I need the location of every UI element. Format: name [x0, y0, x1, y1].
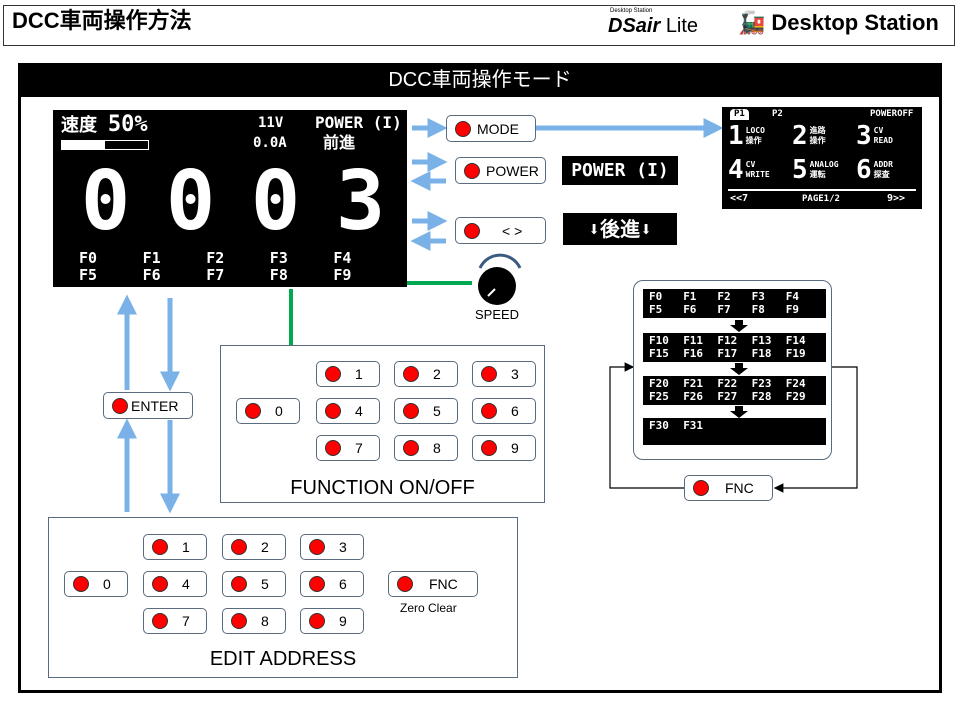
frame-title: DCC車両操作モード: [18, 63, 942, 97]
direction-display: ⬇後進⬇: [563, 213, 677, 245]
enter-button[interactable]: ENTER: [103, 392, 193, 419]
mode-button[interactable]: MODE: [446, 115, 536, 142]
function-key-3[interactable]: 3: [472, 361, 536, 387]
power-button[interactable]: POWER: [455, 157, 546, 184]
led-icon: [245, 403, 261, 419]
address-key-2[interactable]: 2: [222, 534, 286, 560]
led-icon: [152, 539, 168, 555]
speed-bar: [61, 140, 149, 150]
address-panel: [48, 517, 518, 678]
led-icon: [325, 440, 341, 456]
led-icon: [403, 403, 419, 419]
led-icon: [309, 539, 325, 555]
speed-knob[interactable]: [478, 267, 516, 305]
led-icon: [152, 576, 168, 592]
function-key-0[interactable]: 0: [236, 398, 300, 424]
led-icon: [481, 403, 497, 419]
led-icon: [325, 403, 341, 419]
address-key-9[interactable]: 9: [300, 608, 364, 634]
function-key-2[interactable]: 2: [394, 361, 458, 387]
fnc-button[interactable]: FNC: [388, 571, 478, 597]
fnc-pages-panel: [633, 280, 832, 460]
led-icon: [464, 222, 480, 239]
led-icon: [231, 613, 247, 629]
function-key-7[interactable]: 7: [316, 435, 380, 461]
direction-status: 前進: [323, 133, 356, 152]
led-icon: [309, 613, 325, 629]
address-key-8[interactable]: 8: [222, 608, 286, 634]
led-icon: [455, 120, 471, 137]
address-panel-title: EDIT ADDRESS: [209, 648, 357, 670]
zero-clear-label: Zero Clear: [400, 601, 457, 615]
speed-value: 50%: [107, 112, 148, 137]
led-icon: [693, 480, 709, 496]
current-readout: 0.0A: [253, 135, 287, 151]
address-key-4[interactable]: 4: [143, 571, 207, 597]
function-key-5[interactable]: 5: [394, 398, 458, 424]
address-key-0[interactable]: 0: [64, 571, 128, 597]
led-icon: [403, 366, 419, 382]
led-icon: [112, 397, 128, 414]
led-icon: [152, 613, 168, 629]
led-icon: [231, 576, 247, 592]
led-icon: [73, 576, 89, 592]
address-key-6[interactable]: 6: [300, 571, 364, 597]
led-icon: [231, 539, 247, 555]
speed-label: 速度: [61, 115, 97, 136]
address-key-1[interactable]: 1: [143, 534, 207, 560]
led-icon: [481, 440, 497, 456]
led-icon: [481, 366, 497, 382]
direction-button[interactable]: < >: [455, 217, 546, 244]
led-icon: [464, 162, 480, 179]
function-key-4[interactable]: 4: [316, 398, 380, 424]
power-display: POWER (I): [562, 156, 678, 185]
address-key-5[interactable]: 5: [222, 571, 286, 597]
power-status: POWER (I): [315, 113, 402, 132]
speed-label: SPEED: [475, 307, 520, 322]
address-key-7[interactable]: 7: [143, 608, 207, 634]
led-icon: [325, 366, 341, 382]
function-panel: [220, 345, 545, 503]
locomotive-icon: 🚂: [738, 10, 766, 35]
fnc-cycle-button[interactable]: FNC: [684, 475, 773, 501]
desktop-station-logo: 🚂Desktop Station: [738, 10, 939, 35]
function-panel-title: FUNCTION ON/OFF: [290, 477, 475, 499]
led-icon: [403, 440, 419, 456]
header-bar: [3, 5, 955, 46]
function-key-8[interactable]: 8: [394, 435, 458, 461]
function-key-6[interactable]: 6: [472, 398, 536, 424]
page-title: DCC車両操作方法: [12, 8, 192, 33]
function-key-1[interactable]: 1: [316, 361, 380, 387]
led-icon: [397, 576, 413, 592]
rotate-arrow-icon: [478, 253, 522, 269]
voltage-readout: 11V: [258, 115, 284, 131]
led-icon: [309, 576, 325, 592]
function-key-9[interactable]: 9: [472, 435, 536, 461]
address-key-3[interactable]: 3: [300, 534, 364, 560]
